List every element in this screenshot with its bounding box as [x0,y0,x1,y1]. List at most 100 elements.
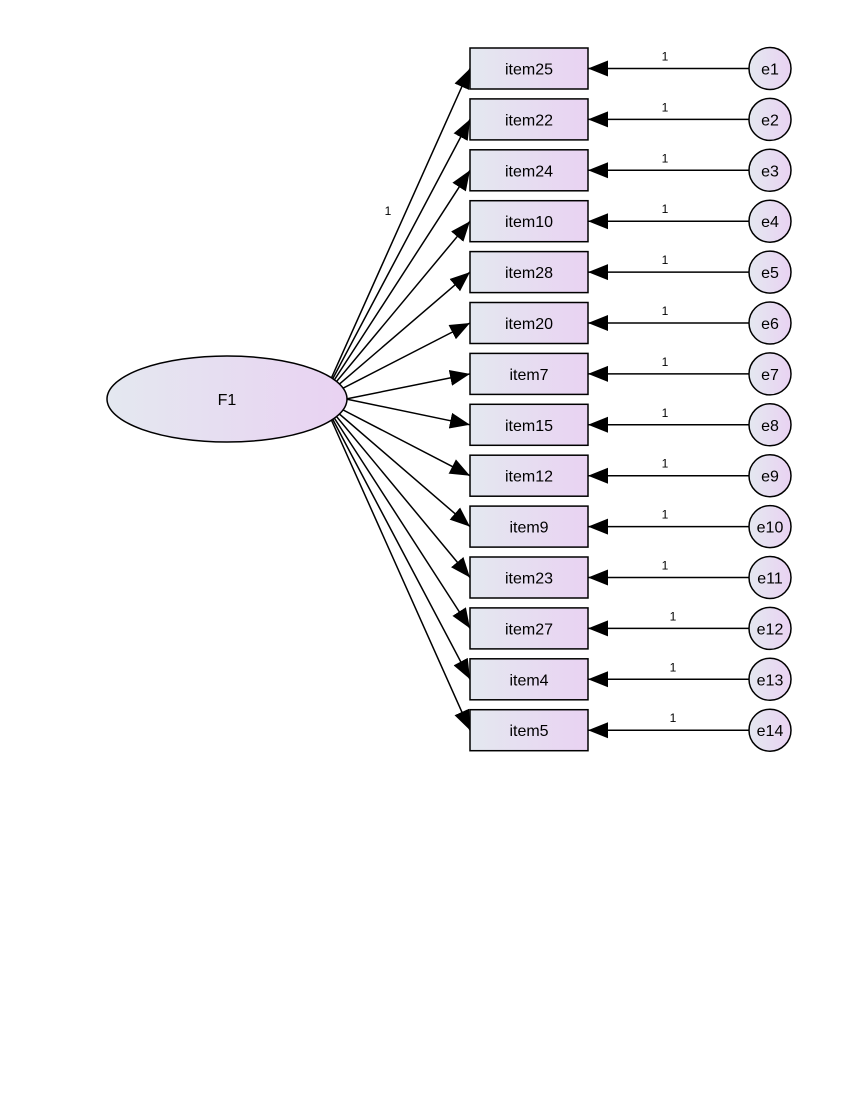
indicator-box [469,556,589,599]
error-weight-label: 1 [662,151,669,165]
error-weight-label: 1 [662,253,669,267]
latent-factor: F1 [106,355,348,443]
indicator-node: item24 [469,149,589,192]
error-circle [748,555,792,600]
loading-path [321,398,471,578]
indicator-label: item25 [505,62,553,79]
error-label: e14 [757,723,784,740]
error-term: e8 [748,403,792,447]
loading-path [345,398,471,429]
error-weight-label: 1 [670,711,677,725]
indicator-node: item10 [469,199,589,243]
indicator-box [469,454,589,497]
indicator-label: item24 [505,163,553,180]
indicator-box [469,149,589,192]
indicator-box [469,658,589,701]
error-term: e10 [748,504,792,549]
error-term: e7 [748,352,792,396]
indicator-node: item12 [469,454,589,497]
error-label: e2 [761,112,779,129]
error-label: e1 [761,62,779,79]
error-label: e8 [761,418,779,435]
error-label: e13 [757,672,784,689]
indicator-node: item28 [469,250,589,294]
error-term: e5 [748,250,792,294]
loading-path [321,322,471,400]
indicator-node: item7 [469,352,589,396]
error-term: e13 [748,657,792,702]
error-weight-label: 1 [670,609,677,623]
error-term: e12 [748,606,792,651]
error-circle [748,301,792,345]
loading-path [345,370,471,400]
error-circle [748,504,792,549]
observed-indicators: item25 e1 item22 e2 item24 e3 item10 e4 item28 e5… [469,46,792,752]
error-weight-label: 1 [662,457,669,471]
indicator-label: item10 [505,214,553,231]
indicator-node: item22 [469,98,589,141]
indicator-box [469,250,589,294]
indicator-box [469,403,589,447]
error-label: e6 [761,316,779,333]
indicator-label: item12 [505,469,553,486]
error-term: e1 [748,46,792,91]
latent-factor-label: F1 [218,392,237,409]
indicator-box [469,199,589,243]
error-term: e9 [748,453,792,498]
indicator-label: item28 [505,265,553,282]
loading-path [321,398,471,680]
error-label: e5 [761,265,779,282]
indicator-box [469,708,589,752]
indicator-node: item5 [469,708,589,752]
indicator-node: item4 [469,658,589,701]
loading-path [321,169,471,400]
error-weight-label: 1 [662,508,669,522]
error-circle [748,148,792,193]
error-label: e12 [757,621,784,638]
error-circle [748,606,792,651]
indicator-node: item9 [469,505,589,548]
error-weight-label: 1 [662,100,669,114]
loading-path [321,398,471,731]
loading-path [321,398,471,477]
error-circle [748,352,792,396]
loading-path [321,68,471,400]
loading-path [321,398,471,528]
error-circle [748,708,792,752]
fixed-loading-label: 1 [385,204,392,218]
indicator-node: item20 [469,301,589,345]
error-term: e6 [748,301,792,345]
indicator-label: item5 [509,723,548,740]
error-circle [748,97,792,142]
error-term: e4 [748,199,792,243]
indicator-node: item27 [469,607,589,650]
error-weight-label: 1 [662,202,669,216]
error-circle [748,657,792,702]
indicator-label: item23 [505,571,553,588]
error-label: e4 [761,214,779,231]
indicator-box [469,607,589,650]
indicator-node: item15 [469,403,589,447]
error-label: e9 [761,469,779,486]
error-label: e3 [761,163,779,180]
error-label: e11 [757,571,783,588]
error-weight-label: 1 [662,304,669,318]
indicator-box [469,301,589,345]
indicator-node: item25 [469,47,589,90]
error-circle [748,250,792,294]
indicator-label: item9 [509,520,548,537]
error-term: e3 [748,148,792,193]
indicator-node: item23 [469,556,589,599]
error-term: e11 [748,555,792,600]
indicator-label: item20 [505,316,553,333]
indicator-label: item27 [505,621,553,638]
error-circle [748,199,792,243]
loading-path [321,220,471,400]
loading-path [321,119,471,400]
error-weight-label: 1 [662,50,669,64]
indicator-label: item15 [505,418,553,435]
indicator-box [469,352,589,396]
error-term: e14 [748,708,792,752]
error-weight-label: 1 [662,355,669,369]
indicator-box [469,47,589,90]
